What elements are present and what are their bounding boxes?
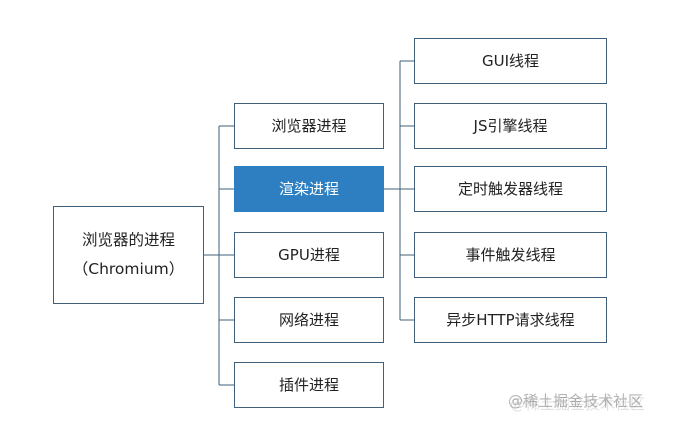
root-subtitle: （Chromium） [72,260,185,278]
thread-js-engine: JS引擎线程 [414,103,607,149]
process-plugin: 插件进程 [234,362,384,408]
process-network: 网络进程 [234,297,384,343]
thread-gui: GUI线程 [414,38,607,84]
process-renderer: 渲染进程 [234,166,384,212]
watermark: @稀土掘金技术社区 [507,392,643,410]
process-browser: 浏览器进程 [234,103,384,149]
thread-event-trigger: 事件触发线程 [414,232,607,278]
process-gpu: GPU进程 [234,232,384,278]
thread-timer-trigger: 定时触发器线程 [414,166,607,212]
root-title: 浏览器的进程 [81,230,175,249]
thread-async-http: 异步HTTP请求线程 [414,297,607,343]
root-node: 浏览器的进程 （Chromium） [53,206,204,304]
